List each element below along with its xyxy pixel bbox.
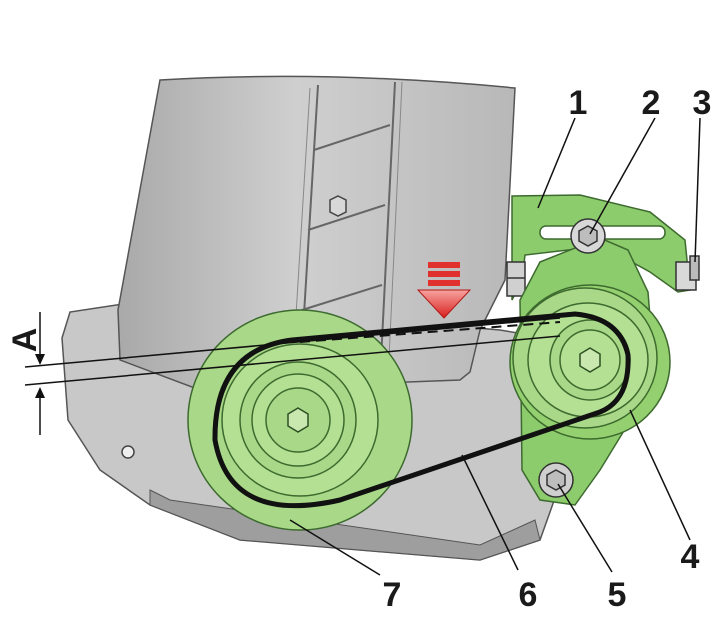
hex-bolt-block [329,195,347,217]
leader-lines [289,117,701,576]
dimension-label-a: A [6,328,44,353]
callout-3: 3 [693,84,712,122]
callout-4: 4 [681,538,700,576]
drive-belt [212,311,631,509]
callout-7: 7 [383,576,402,614]
side-nut [506,261,526,297]
belt-deflection-line [299,321,561,343]
callout-2: 2 [642,84,661,122]
pivot-bolt-head [578,225,598,247]
hex-bolt-tensioner [579,347,601,373]
engine-rib-frame [299,81,396,381]
push-arrow [416,262,472,319]
callout-6: 6 [519,576,538,614]
engine-upper-block [117,75,516,391]
callout-5: 5 [608,576,627,614]
hex-bolt-crank [287,407,309,433]
callout-1: 1 [569,84,588,122]
dimension-a [24,312,561,435]
housing-bolt-hole [121,445,135,459]
crankshaft-pulley [187,309,413,531]
lower-bolt-head [546,469,566,491]
